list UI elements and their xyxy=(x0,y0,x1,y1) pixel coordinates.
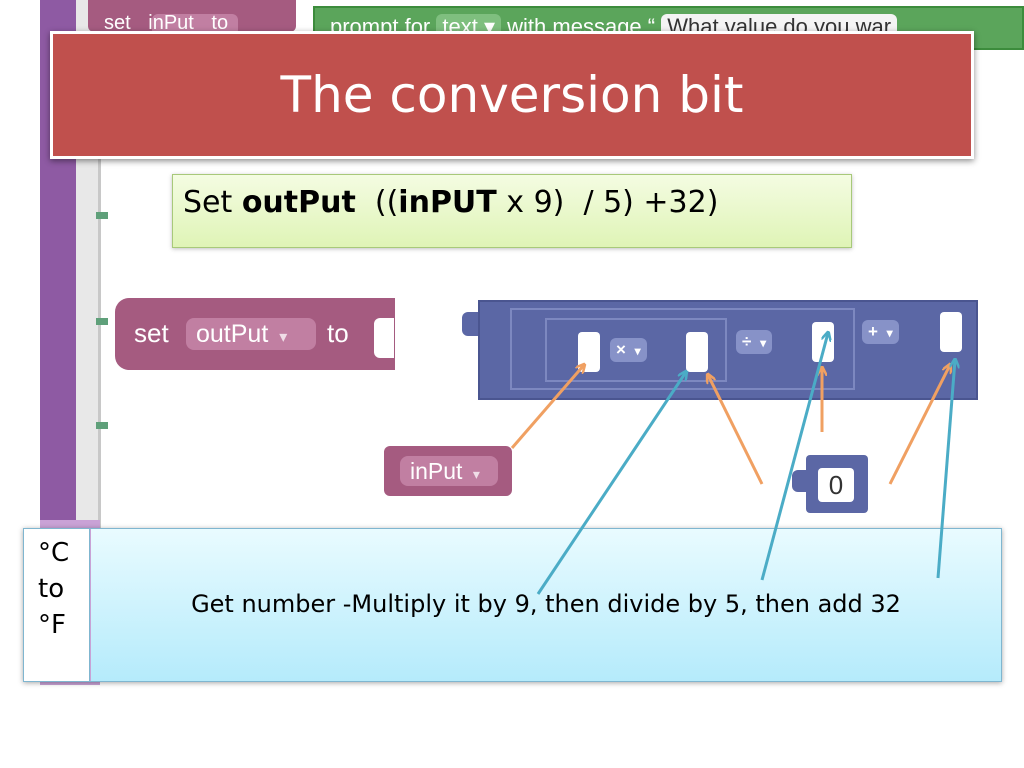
divide-operator-dropdown[interactable]: ÷ ▾ xyxy=(736,330,773,354)
divide-icon: ÷ xyxy=(742,332,752,351)
add-math-block[interactable] xyxy=(478,300,978,400)
divide-math-block[interactable] xyxy=(510,308,855,390)
top-set-variable-dropdown[interactable] xyxy=(152,14,238,36)
add-right-socket[interactable] xyxy=(940,312,962,352)
formula-input-var: inPUT xyxy=(398,185,497,220)
arrow-add-explained xyxy=(936,360,955,579)
slide-title: The conversion bit xyxy=(280,66,744,124)
chevron-down-icon: ▾ xyxy=(634,344,641,358)
formula-set: Set xyxy=(183,185,242,220)
formula-rest: x 9) / 5) +32) xyxy=(496,185,719,220)
plus-icon: + xyxy=(868,322,878,341)
top-set-to: to xyxy=(211,12,229,34)
input-variable-dropdown[interactable]: inPut ▾ xyxy=(400,456,498,486)
description-cell xyxy=(91,529,1001,681)
chevron-down-icon: ▾ xyxy=(279,329,288,346)
conversion-label-cell: °C to °F xyxy=(24,529,90,681)
label-line-celsius: °C xyxy=(38,538,70,568)
description-table xyxy=(23,528,1002,682)
arrow-thirtytwo-to-add xyxy=(888,365,950,485)
set-output-variable: outPut xyxy=(196,320,269,348)
arrow-multiply-explained xyxy=(536,372,686,595)
arrow-nine-to-multiply xyxy=(708,375,764,485)
multiply-icon: × xyxy=(616,340,626,359)
top-set-variable: inPut xyxy=(148,12,194,34)
formula-output-var: outPut xyxy=(241,185,356,220)
label-line-fahrenheit: °F xyxy=(38,610,66,640)
arrow-input-to-multiply xyxy=(510,365,584,449)
block-connector-notch xyxy=(96,318,108,325)
multiply-operator-dropdown[interactable]: × ▾ xyxy=(610,338,647,362)
add-operator-dropdown[interactable]: + ▾ xyxy=(862,320,899,344)
number-block-output-tab xyxy=(792,470,808,492)
block-connector-notch xyxy=(96,422,108,429)
chevron-down-icon: ▾ xyxy=(886,326,893,340)
formula-open: (( xyxy=(355,185,399,220)
block-connector-notch xyxy=(96,212,108,219)
open-quote-icon: “ xyxy=(647,14,656,39)
label-line-to: to xyxy=(38,574,65,604)
top-set-block-text: set inPut to xyxy=(104,12,228,35)
set-value-socket[interactable] xyxy=(374,318,394,358)
formula-box: Set outPut ((inPUT x 9) / 5) +32) xyxy=(172,174,852,248)
input-variable: inPut xyxy=(410,458,463,484)
number-value-field[interactable]: 0 xyxy=(818,468,854,502)
description-text: Get number -Multiply it by 9, then divid… xyxy=(191,590,901,618)
multiply-right-socket[interactable] xyxy=(686,332,708,372)
arrow-divide-explained xyxy=(760,333,828,581)
set-block-to-label: to xyxy=(327,318,349,348)
chevron-down-icon: ▾ xyxy=(760,336,767,350)
slide-title-bar: The conversion bit xyxy=(50,31,974,159)
multiply-math-block[interactable] xyxy=(545,318,727,382)
set-output-variable-dropdown[interactable]: outPut ▾ xyxy=(186,318,316,350)
chevron-down-icon: ▾ xyxy=(483,14,496,39)
top-set-label: set xyxy=(104,12,131,34)
math-block-output-tab xyxy=(462,312,480,336)
set-block-label: set xyxy=(134,318,169,348)
chevron-down-icon: ▾ xyxy=(472,466,480,482)
